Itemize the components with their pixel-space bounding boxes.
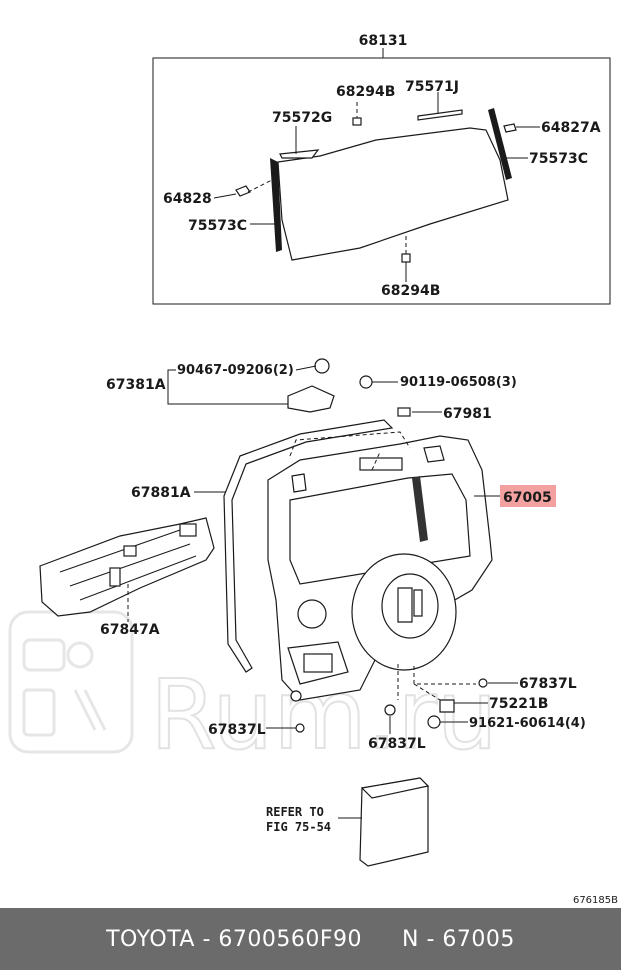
clip-top (352, 117, 362, 126)
bolt-90119 (359, 375, 373, 389)
label-67837l-center: 67837L (368, 736, 426, 752)
label-64828: 64828 (163, 191, 212, 207)
clip-bottom (401, 253, 411, 263)
label-68294b-bottom: 68294B (381, 283, 440, 299)
bolt-90467 (314, 358, 330, 374)
label-90119: 90119-06508(3) (400, 375, 517, 390)
label-68131: 68131 (359, 33, 408, 49)
footer-part-number: TOYOTA - 6700560F90 (106, 926, 363, 952)
label-68294b-top: 68294B (336, 84, 395, 100)
highlight-67005 (500, 485, 556, 507)
inner-trim-panel (39, 517, 215, 617)
label-75573c-right: 75573C (529, 151, 588, 167)
right-molding (488, 108, 512, 180)
door-group: 67381A 90467-09206(2) 90119-06508(3) 679… (39, 358, 586, 752)
figure-code: 676185B (573, 895, 618, 906)
door-hole (297, 599, 327, 629)
label-67381a: 67381A (106, 377, 166, 393)
reference-group: REFER TO FIG 75-54 (266, 777, 430, 867)
reference-line1: REFER TO (266, 805, 324, 819)
back-glass (277, 127, 509, 261)
label-75573c-left: 75573C (188, 218, 247, 234)
top-center-trim (417, 109, 463, 121)
label-75221b: 75221B (489, 696, 548, 712)
weatherstrip (223, 419, 394, 673)
door-glass-strip (412, 476, 428, 542)
footer-bar: TOYOTA - 6700560F90 N - 67005 (0, 908, 621, 970)
label-67847a: 67847A (100, 622, 160, 638)
label-67881a: 67881A (131, 485, 191, 501)
reference-line2: FIG 75-54 (266, 820, 331, 834)
label-67837l-left: 67837L (208, 722, 266, 738)
hinge (287, 385, 335, 413)
label-75571j: 75571J (405, 79, 459, 95)
top-left-trim (279, 149, 320, 159)
label-67981: 67981 (443, 406, 492, 422)
clip-left (235, 185, 251, 197)
label-64827a: 64827A (541, 120, 601, 136)
clip-right (503, 123, 517, 133)
bracket-75221b (439, 699, 455, 713)
label-67005: 67005 (503, 490, 552, 506)
bumper-67981 (397, 407, 411, 417)
window-group-frame (152, 57, 611, 305)
left-molding (270, 158, 282, 252)
window-group: 68131 68294B 75571J 75572G 64827A 75573C… (152, 33, 611, 305)
label-75572g: 75572G (272, 110, 332, 126)
label-91621: 91621-60614(4) (469, 716, 586, 731)
label-90467: 90467-09206(2) (177, 363, 294, 378)
label-67837l-right: 67837L (519, 676, 577, 692)
footer-part-code: N - 67005 (402, 926, 515, 952)
